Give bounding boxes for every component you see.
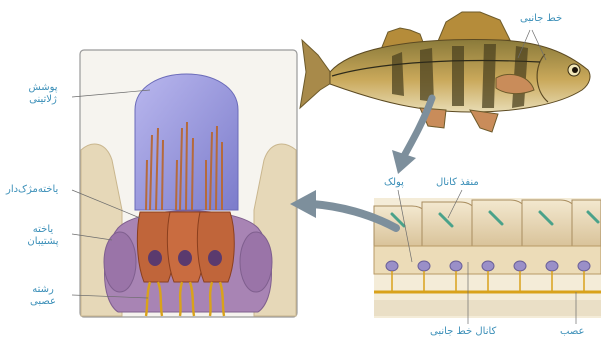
scales <box>374 200 601 246</box>
hair-cells <box>137 212 234 282</box>
neuromast-panel <box>72 50 297 317</box>
label-gelatinous-cover: پوشش ژلاتینی <box>14 82 72 106</box>
label-nerve-fiber-line1: رشته <box>14 284 72 296</box>
label-nerve: عصب <box>560 326 584 338</box>
label-gelatinous-cover-line1: پوشش <box>14 82 72 94</box>
label-support-cell-line1: یاخته <box>14 224 72 236</box>
label-support-cell-line2: پشتیبان <box>14 236 72 248</box>
label-nerve-fiber-line2: عصبی <box>14 296 72 308</box>
label-support-cell: یاخته پشتیبان <box>14 224 72 248</box>
label-nerve-fiber: رشته عصبی <box>14 284 72 308</box>
label-hair-cell: یاخته‌مژک‌دار <box>6 184 58 196</box>
label-gelatinous-cover-line2: ژلاتینی <box>14 94 72 106</box>
zoom-arrow-down <box>392 98 432 174</box>
fish-illustration <box>300 12 590 132</box>
label-scale: پولک <box>384 177 404 189</box>
label-lateral-line: خط جانبی <box>520 13 562 25</box>
canal-section <box>374 190 601 324</box>
label-canal-opening: منفذ کانال <box>436 177 479 189</box>
label-lateral-line-canal: کانال خط جانبی <box>430 326 496 338</box>
